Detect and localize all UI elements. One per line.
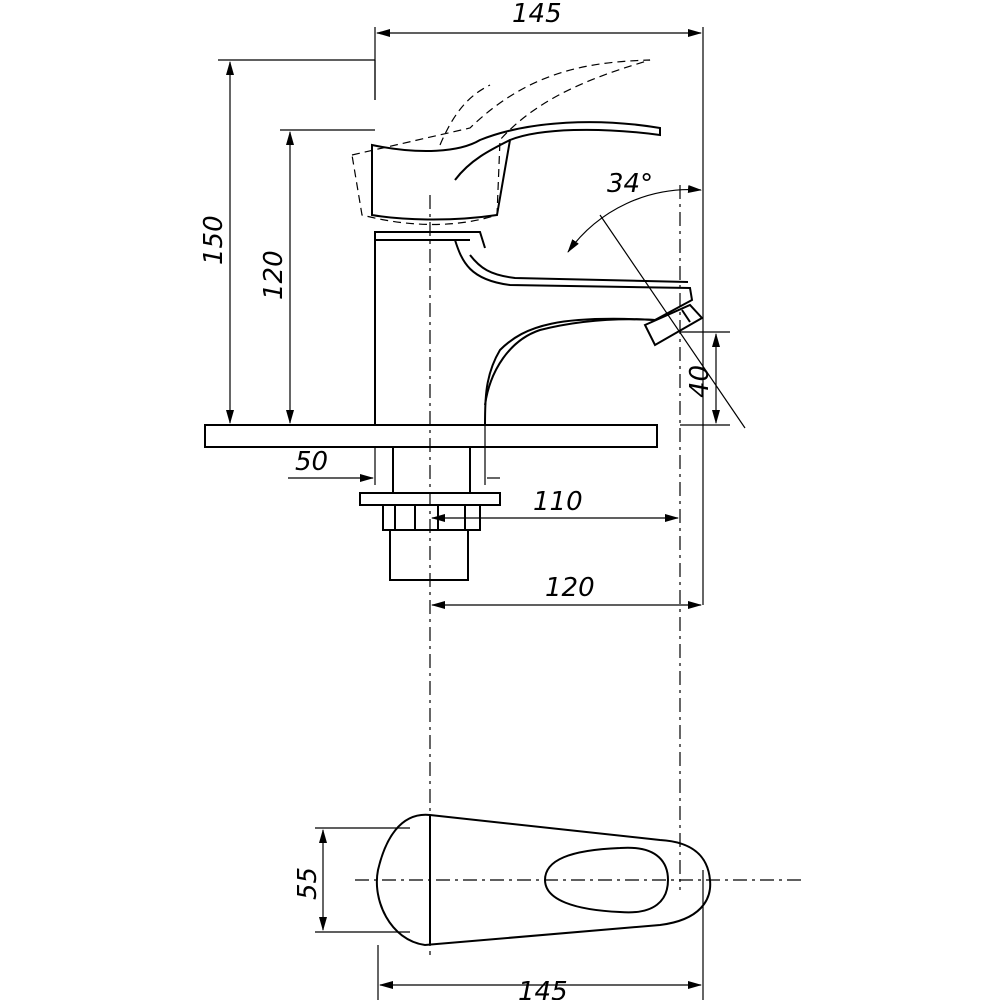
dim-150: 150	[199, 215, 229, 265]
dimension-lines	[226, 29, 746, 989]
dim-50: 50	[295, 447, 328, 477]
dim-110: 110	[533, 487, 583, 517]
faucet-side-view	[204, 59, 704, 581]
dim-55: 55	[293, 867, 323, 900]
faucet-plan-view	[375, 813, 712, 947]
dim-120-reach: 120	[545, 573, 595, 603]
dim-145-top: 145	[512, 0, 562, 29]
dim-145-bottom: 145	[518, 977, 568, 1000]
dim-120-height: 120	[259, 250, 289, 300]
extension-lines	[218, 27, 730, 1000]
dim-angle-34: 34°	[607, 169, 653, 199]
centerlines	[355, 185, 805, 955]
dimension-labels: 145 150 120 34° 40 50 110 120 55 145	[199, 0, 715, 1000]
dim-40: 40	[685, 365, 715, 398]
